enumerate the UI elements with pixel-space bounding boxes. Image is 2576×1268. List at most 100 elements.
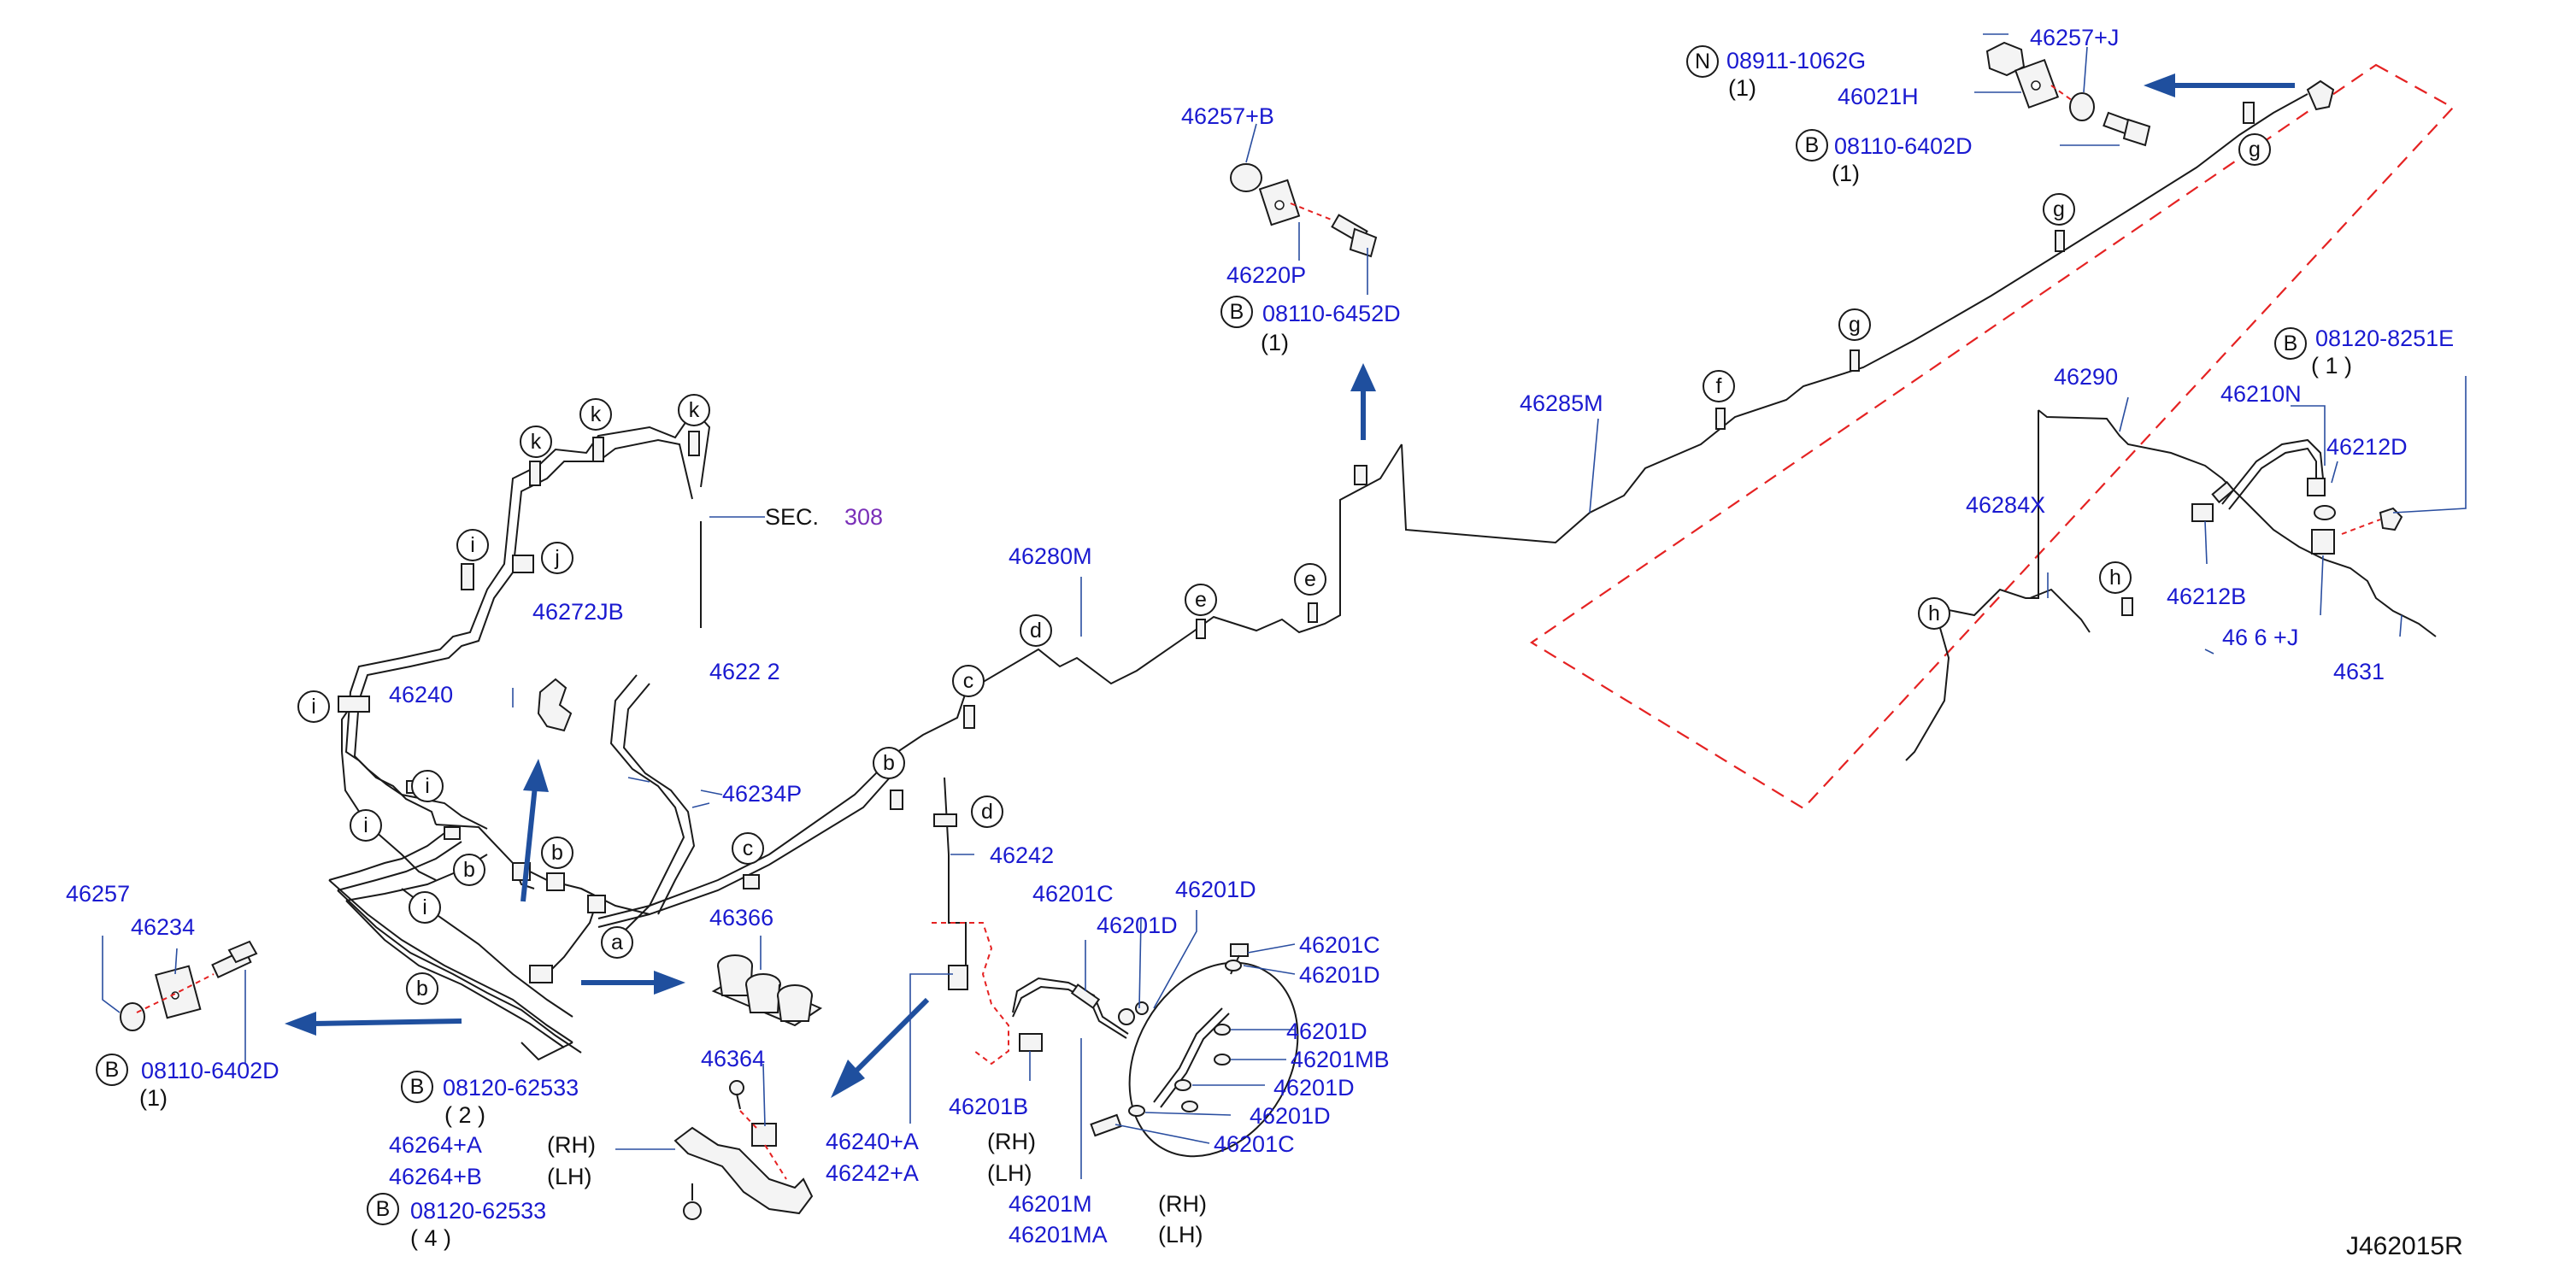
label-4622-partial: 4622 2 <box>709 659 780 684</box>
label-46201d-5: 46201D <box>1273 1075 1355 1101</box>
hose-bracket-46201b <box>948 965 968 990</box>
label-46285m: 46285M <box>1520 390 1603 416</box>
arrow-up-to-46272jb <box>520 759 549 902</box>
label-46201d-6: 46201D <box>1250 1103 1331 1129</box>
clip-b1 <box>890 790 903 810</box>
label-46290: 46290 <box>2054 364 2118 390</box>
label-46201m: 46201M <box>1009 1191 1092 1217</box>
clip-a <box>587 895 606 913</box>
svg-text:B: B <box>410 1075 425 1099</box>
svg-text:B: B <box>2284 332 2298 355</box>
rear-detail-outline <box>1529 63 2455 810</box>
clip-k3 <box>688 431 700 456</box>
callout-circles: N B B B B B B g g g f e e d c d b c b b … <box>96 45 2307 1225</box>
label-08110-left-qty: (1) <box>139 1085 168 1111</box>
label-46264-b: 46264+B <box>389 1164 482 1189</box>
svg-text:k: k <box>591 402 602 426</box>
label-08110-6452d: 08110-6452D <box>1262 301 1401 326</box>
label-46264-a-rh: (RH) <box>547 1132 596 1158</box>
diagram-id: J462015R <box>2346 1232 2463 1260</box>
label-46272jb: 46272JB <box>532 599 624 625</box>
tube-end-fitting <box>2306 79 2335 111</box>
svg-text:B: B <box>1805 133 1820 157</box>
label-08110-top-qty: (1) <box>1832 161 1860 186</box>
label-08120-62533-a: 08120-62533 <box>443 1075 579 1101</box>
svg-text:B: B <box>105 1058 120 1082</box>
label-46210n: 46210N <box>2220 381 2302 407</box>
clip-h2 <box>2121 597 2133 616</box>
label-46366: 46366 <box>709 905 773 930</box>
label-46257: 46257 <box>66 881 130 907</box>
svg-text:b: b <box>883 751 895 775</box>
label-46201m-rh: (RH) <box>1158 1191 1207 1217</box>
clip-46364 <box>529 965 553 983</box>
brake-tube-46284x-lower <box>1905 627 1950 761</box>
brake-hose-46201m-b <box>1012 985 1127 1039</box>
grommet-46366 <box>711 954 823 1027</box>
brake-tube-46280m <box>597 443 1403 919</box>
hose-loop-46201mb <box>1128 961 1299 1158</box>
clip-i4 <box>461 563 474 590</box>
brake-tube-46284x-right <box>2029 588 2091 633</box>
clip-k1 <box>529 461 541 486</box>
svg-text:f: f <box>1716 374 1722 398</box>
label-46212b: 46212B <box>2167 584 2246 609</box>
svg-text:a: a <box>611 930 623 954</box>
svg-text:d: d <box>981 800 993 824</box>
clip-j <box>512 555 534 573</box>
svg-text:g: g <box>2249 138 2261 161</box>
hose-46201mb-line <box>1153 1007 1223 1103</box>
arrow-right-to-46366 <box>581 971 685 995</box>
svg-text:c: c <box>963 669 974 693</box>
svg-text:h: h <box>2109 566 2121 590</box>
svg-text:j: j <box>554 546 560 570</box>
clip-c <box>963 705 975 729</box>
label-46240: 46240 <box>389 682 453 707</box>
label-46201d-3: 46201D <box>1299 962 1380 988</box>
label-46212d: 46212D <box>2326 434 2408 460</box>
svg-text:i: i <box>422 895 427 919</box>
clip-i1 <box>338 696 370 713</box>
label-46201b: 46201B <box>949 1094 1028 1119</box>
label-sec-number: 308 <box>844 504 883 530</box>
clip-k2 <box>592 437 604 462</box>
svg-text:b: b <box>551 841 563 865</box>
label-46240-a-rh: (RH) <box>987 1129 1036 1154</box>
label-sec: SEC. <box>765 504 819 530</box>
detail-46021h-clip <box>1985 41 2151 147</box>
label-46201d-2: 46201D <box>1175 877 1256 902</box>
label-46201mb: 46201MB <box>1291 1047 1390 1072</box>
arrow-down-to-46364 <box>831 997 930 1098</box>
svg-text:b: b <box>416 977 428 1001</box>
svg-text:i: i <box>363 813 368 837</box>
svg-text:e: e <box>1304 567 1316 591</box>
label-46364: 46364 <box>701 1046 765 1071</box>
label-08120-8251e: 08120-8251E <box>2315 326 2454 351</box>
label-46220p: 46220P <box>1226 262 1306 288</box>
label-4631-partial: 4631 <box>2333 659 2385 684</box>
svg-text:g: g <box>1849 313 1861 337</box>
clip-b3 <box>546 872 565 891</box>
detail-46234-clip <box>120 940 258 1031</box>
brake-tube-46242 <box>944 777 967 974</box>
hose-fittings <box>1070 943 1249 1137</box>
clip-d <box>933 813 957 827</box>
clip-f <box>1715 408 1726 430</box>
label-46242: 46242 <box>990 842 1054 868</box>
clip-i3 <box>444 826 461 840</box>
label-46201c-1: 46201C <box>1032 881 1114 907</box>
svg-text:B: B <box>1230 300 1244 324</box>
clip-g3 <box>2243 102 2255 124</box>
svg-text:g: g <box>2053 197 2065 221</box>
label-46264-b-lh: (LH) <box>547 1164 592 1189</box>
label-08911-1062g: 08911-1062G <box>1726 48 1866 73</box>
clip-g1 <box>1850 349 1860 372</box>
bracket-46264 <box>673 1080 814 1220</box>
rear-hose-46210n <box>2038 409 2437 637</box>
svg-text:k: k <box>531 430 542 454</box>
arrow-left-to-46021h <box>2144 73 2295 97</box>
clip-e2 <box>1196 619 1206 639</box>
clip-c2 <box>743 874 760 889</box>
label-46240-a: 46240+A <box>826 1129 919 1154</box>
arrow-left-to-46234 <box>285 1012 462 1036</box>
